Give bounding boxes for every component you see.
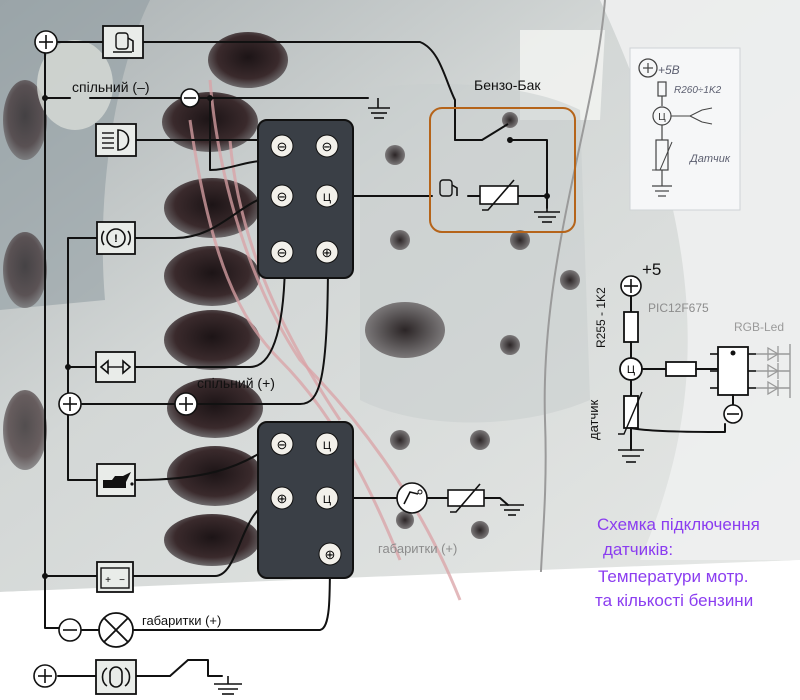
fuel-gauge-icon — [102, 25, 144, 59]
junction-dots — [42, 95, 550, 579]
pin-c-label: Ц — [323, 494, 331, 506]
svg-text:⊖: ⊖ — [322, 139, 333, 154]
coolant-temp-icon — [396, 482, 428, 514]
minus-terminal-icon — [58, 618, 82, 642]
svg-text:+: + — [105, 575, 111, 586]
note-resistor: R260÷1K2 — [674, 85, 722, 96]
resistor-icon — [623, 311, 639, 343]
svg-text:⊕: ⊕ — [325, 547, 336, 562]
plus-terminal-icon — [33, 664, 57, 688]
photo-background — [0, 0, 800, 601]
fuel-tank-label: Бензо-Бак — [474, 77, 541, 93]
svg-text:−: − — [119, 575, 125, 586]
note-plus5: +5В — [658, 63, 680, 77]
note-sensor: Датчик — [688, 153, 731, 165]
battery-icon: + − — [96, 561, 134, 593]
note-pin-c: Ц — [658, 112, 666, 123]
svg-text:⊖: ⊖ — [277, 189, 288, 204]
svg-text:⊖: ⊖ — [277, 139, 288, 154]
ground-icon — [214, 676, 242, 695]
pic-schematic: +5 R255 - 1K2 Ц датчик PIC12F675 — [586, 260, 791, 463]
svg-text:⊖: ⊖ — [277, 437, 288, 452]
ground-icon — [368, 98, 390, 119]
switch-icon — [481, 123, 509, 141]
fuel-sensor-icon — [439, 179, 458, 197]
plus-terminal-icon — [58, 392, 82, 416]
resistor-label: R255 - 1K2 — [594, 287, 608, 348]
fuel-tank-box — [429, 107, 576, 233]
svg-text:⊕: ⊕ — [277, 491, 288, 506]
terminal-block-bottom: ⊖ Ц ⊕ Ц ⊕ — [257, 421, 354, 579]
brake-warning-icon: ! — [96, 221, 136, 255]
high-beam-icon — [95, 659, 137, 695]
gabaritky-block-label: габаритки (+) — [378, 541, 457, 556]
caption-line-4: та кількості бензини — [595, 591, 753, 610]
headlight-icon — [95, 123, 137, 157]
pic-pin-c-label: Ц — [627, 364, 635, 376]
caption: Схемка підключення датчиків: Температури… — [595, 515, 760, 610]
ground-icon — [500, 504, 524, 516]
handwritten-note: +5В R260÷1K2 Ц Датчик — [629, 47, 741, 211]
terminal-block-top: ⊖ ⊖ ⊖ Ц ⊖ ⊕ — [257, 119, 354, 279]
resistor-icon — [665, 361, 697, 377]
svg-text:⊕: ⊕ — [322, 245, 333, 260]
common-plus-label: спільний (+) — [197, 375, 275, 391]
ground-icon — [618, 449, 644, 463]
turn-signal-icon — [95, 351, 136, 383]
plus-terminal-icon — [620, 275, 642, 297]
gabaritky-lamp-label: габаритки (+) — [142, 613, 221, 628]
plus5-label: +5 — [642, 260, 661, 279]
plus-terminal-icon — [34, 30, 58, 54]
pin-c-label: Ц — [323, 440, 331, 452]
caption-line-3: Температури мотр. — [598, 567, 748, 586]
caption-line-2: датчиків: — [603, 540, 673, 559]
rgb-led-icon — [756, 344, 791, 398]
caption-line-1: Схемка підключення — [597, 515, 760, 534]
ground-icon — [534, 208, 560, 223]
white-lower-area — [0, 560, 800, 700]
plus-terminal-icon — [174, 392, 198, 416]
led-label: RGB-Led — [734, 320, 784, 334]
switch-icon — [169, 659, 189, 677]
thermistor-icon — [447, 483, 485, 513]
mcu-label: PIC12F675 — [648, 301, 709, 315]
parking-lamp-icon — [98, 612, 134, 648]
svg-text:!: ! — [114, 233, 118, 245]
pin-c-label: Ц — [323, 192, 331, 204]
common-minus-label: спільний (–) — [72, 79, 150, 95]
minus-terminal-icon — [723, 404, 743, 424]
oil-can-icon — [96, 463, 136, 497]
thermistor-icon — [623, 395, 639, 429]
thermistor-icon — [479, 179, 519, 211]
sensor-label: датчик — [586, 399, 601, 440]
svg-text:⊖: ⊖ — [277, 245, 288, 260]
